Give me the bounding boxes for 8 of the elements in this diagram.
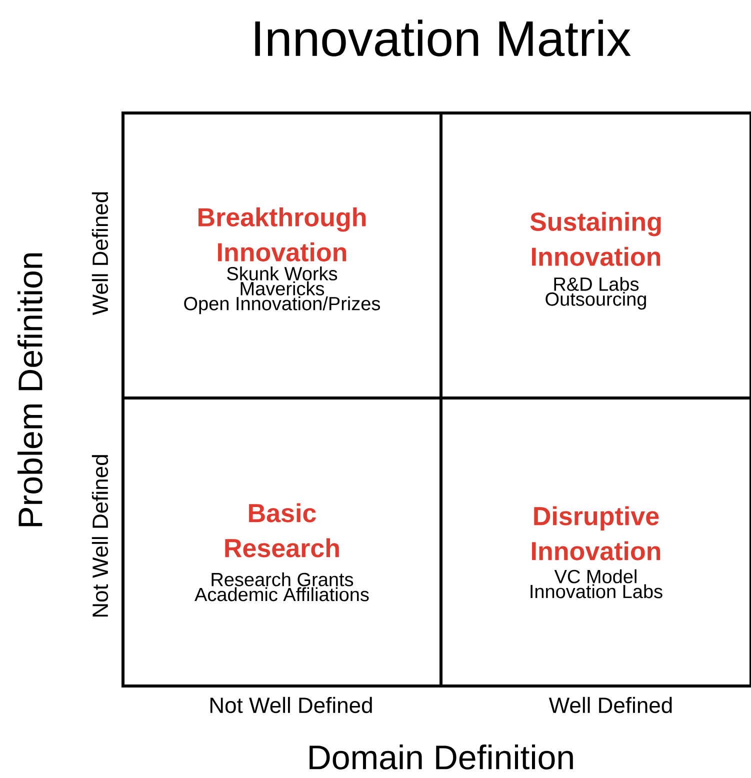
quadrant-box: Disruptive Innovation VC Model Innovation Labs (440, 396, 751, 688)
quadrant-box: Breakthrough Innovation Skunk Works Mavericks Open Innovation/Prizes (122, 112, 442, 400)
quadrant-box: Sustaining Innovation R&D Labs Outsourcing (440, 112, 751, 400)
title: Innovation Matrix (255, 20, 631, 56)
axis-tick-label: Not Well Defined (92, 455, 108, 617)
quadrant-box: Basic Research Research Grants Academic Affiliations (122, 396, 442, 688)
axis-title: Problem Definition (18, 253, 42, 526)
axis-title: Domain Definition (310, 744, 573, 770)
